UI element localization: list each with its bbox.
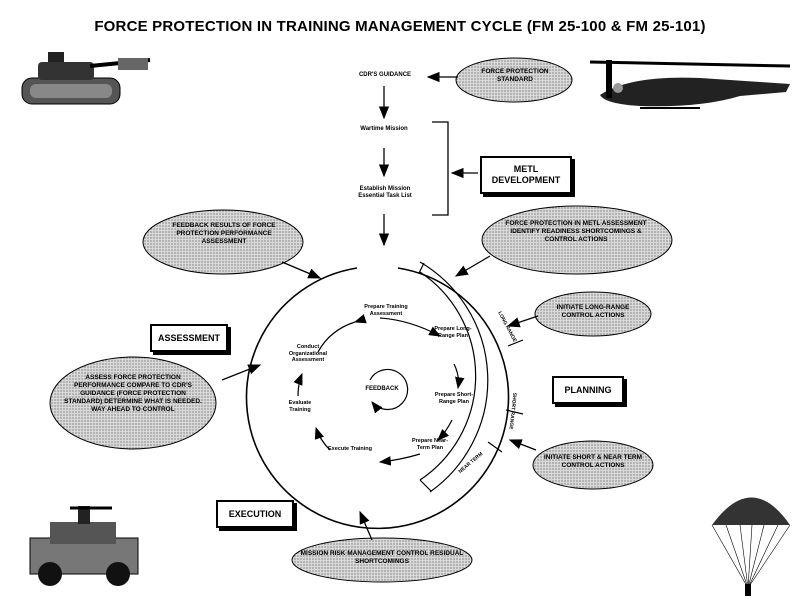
- cycle-step-prepare-assessment: Prepare Training Assessment: [364, 304, 408, 317]
- assessment-detail-cloud: ASSESS FORCE PROTECTION PERFORMANCE COMP…: [64, 374, 202, 413]
- cycle-step-org-assessment: Conduct Organizational Assessment: [288, 344, 328, 363]
- feedback-results-cloud: FEEDBACK RESULTS OF FORCE PROTECTION PER…: [172, 222, 276, 245]
- long-range-cloud: INITIATE LONG-RANGE CONTROL ACTIONS: [556, 304, 630, 319]
- execution-box: EXECUTION: [216, 500, 294, 528]
- tank-icon: [21, 52, 151, 105]
- page-title: FORCE PROTECTION IN TRAINING MANAGEMENT …: [94, 18, 706, 35]
- parachute-icon: [711, 497, 791, 596]
- metl-development-box: METL DEVELOPMENT: [480, 156, 572, 194]
- humvee-icon: [29, 506, 139, 586]
- wartime-mission: Wartime Mission: [360, 126, 408, 132]
- feedback-label: FEEDBACK: [365, 386, 399, 392]
- force-protection-standard: FORCE PROTECTION STANDARD: [481, 68, 549, 83]
- cycle-step-near-term: Prepare Near-Term Plan: [411, 438, 449, 451]
- establish-metl: Establish Mission Essential Task List: [358, 186, 412, 199]
- cloud-icon: [49, 57, 673, 583]
- mission-risk-cloud: MISSION RISK MANAGEMENT CONTROL RESIDUAL…: [300, 550, 464, 565]
- planning-box: PLANNING: [552, 376, 624, 404]
- cycle-step-short-range: Prepare Short-Range Plan: [434, 392, 474, 405]
- cycle-step-long-range: Prepare Long-Range Plan: [434, 326, 472, 339]
- short-near-cloud: INITIATE SHORT & NEAR TERM CONTROL ACTIO…: [543, 454, 643, 469]
- cycle-step-execute: Execute Training: [328, 446, 373, 452]
- helicopter-icon: [589, 60, 791, 109]
- assessment-box: ASSESSMENT: [150, 324, 228, 352]
- cycle-step-evaluate: Evaluate Training: [288, 400, 312, 413]
- cdrs-guidance: CDR'S GUIDANCE: [358, 72, 412, 78]
- metl-assessment-cloud: FORCE PROTECTION IN METL ASSESSMENT IDEN…: [505, 220, 647, 243]
